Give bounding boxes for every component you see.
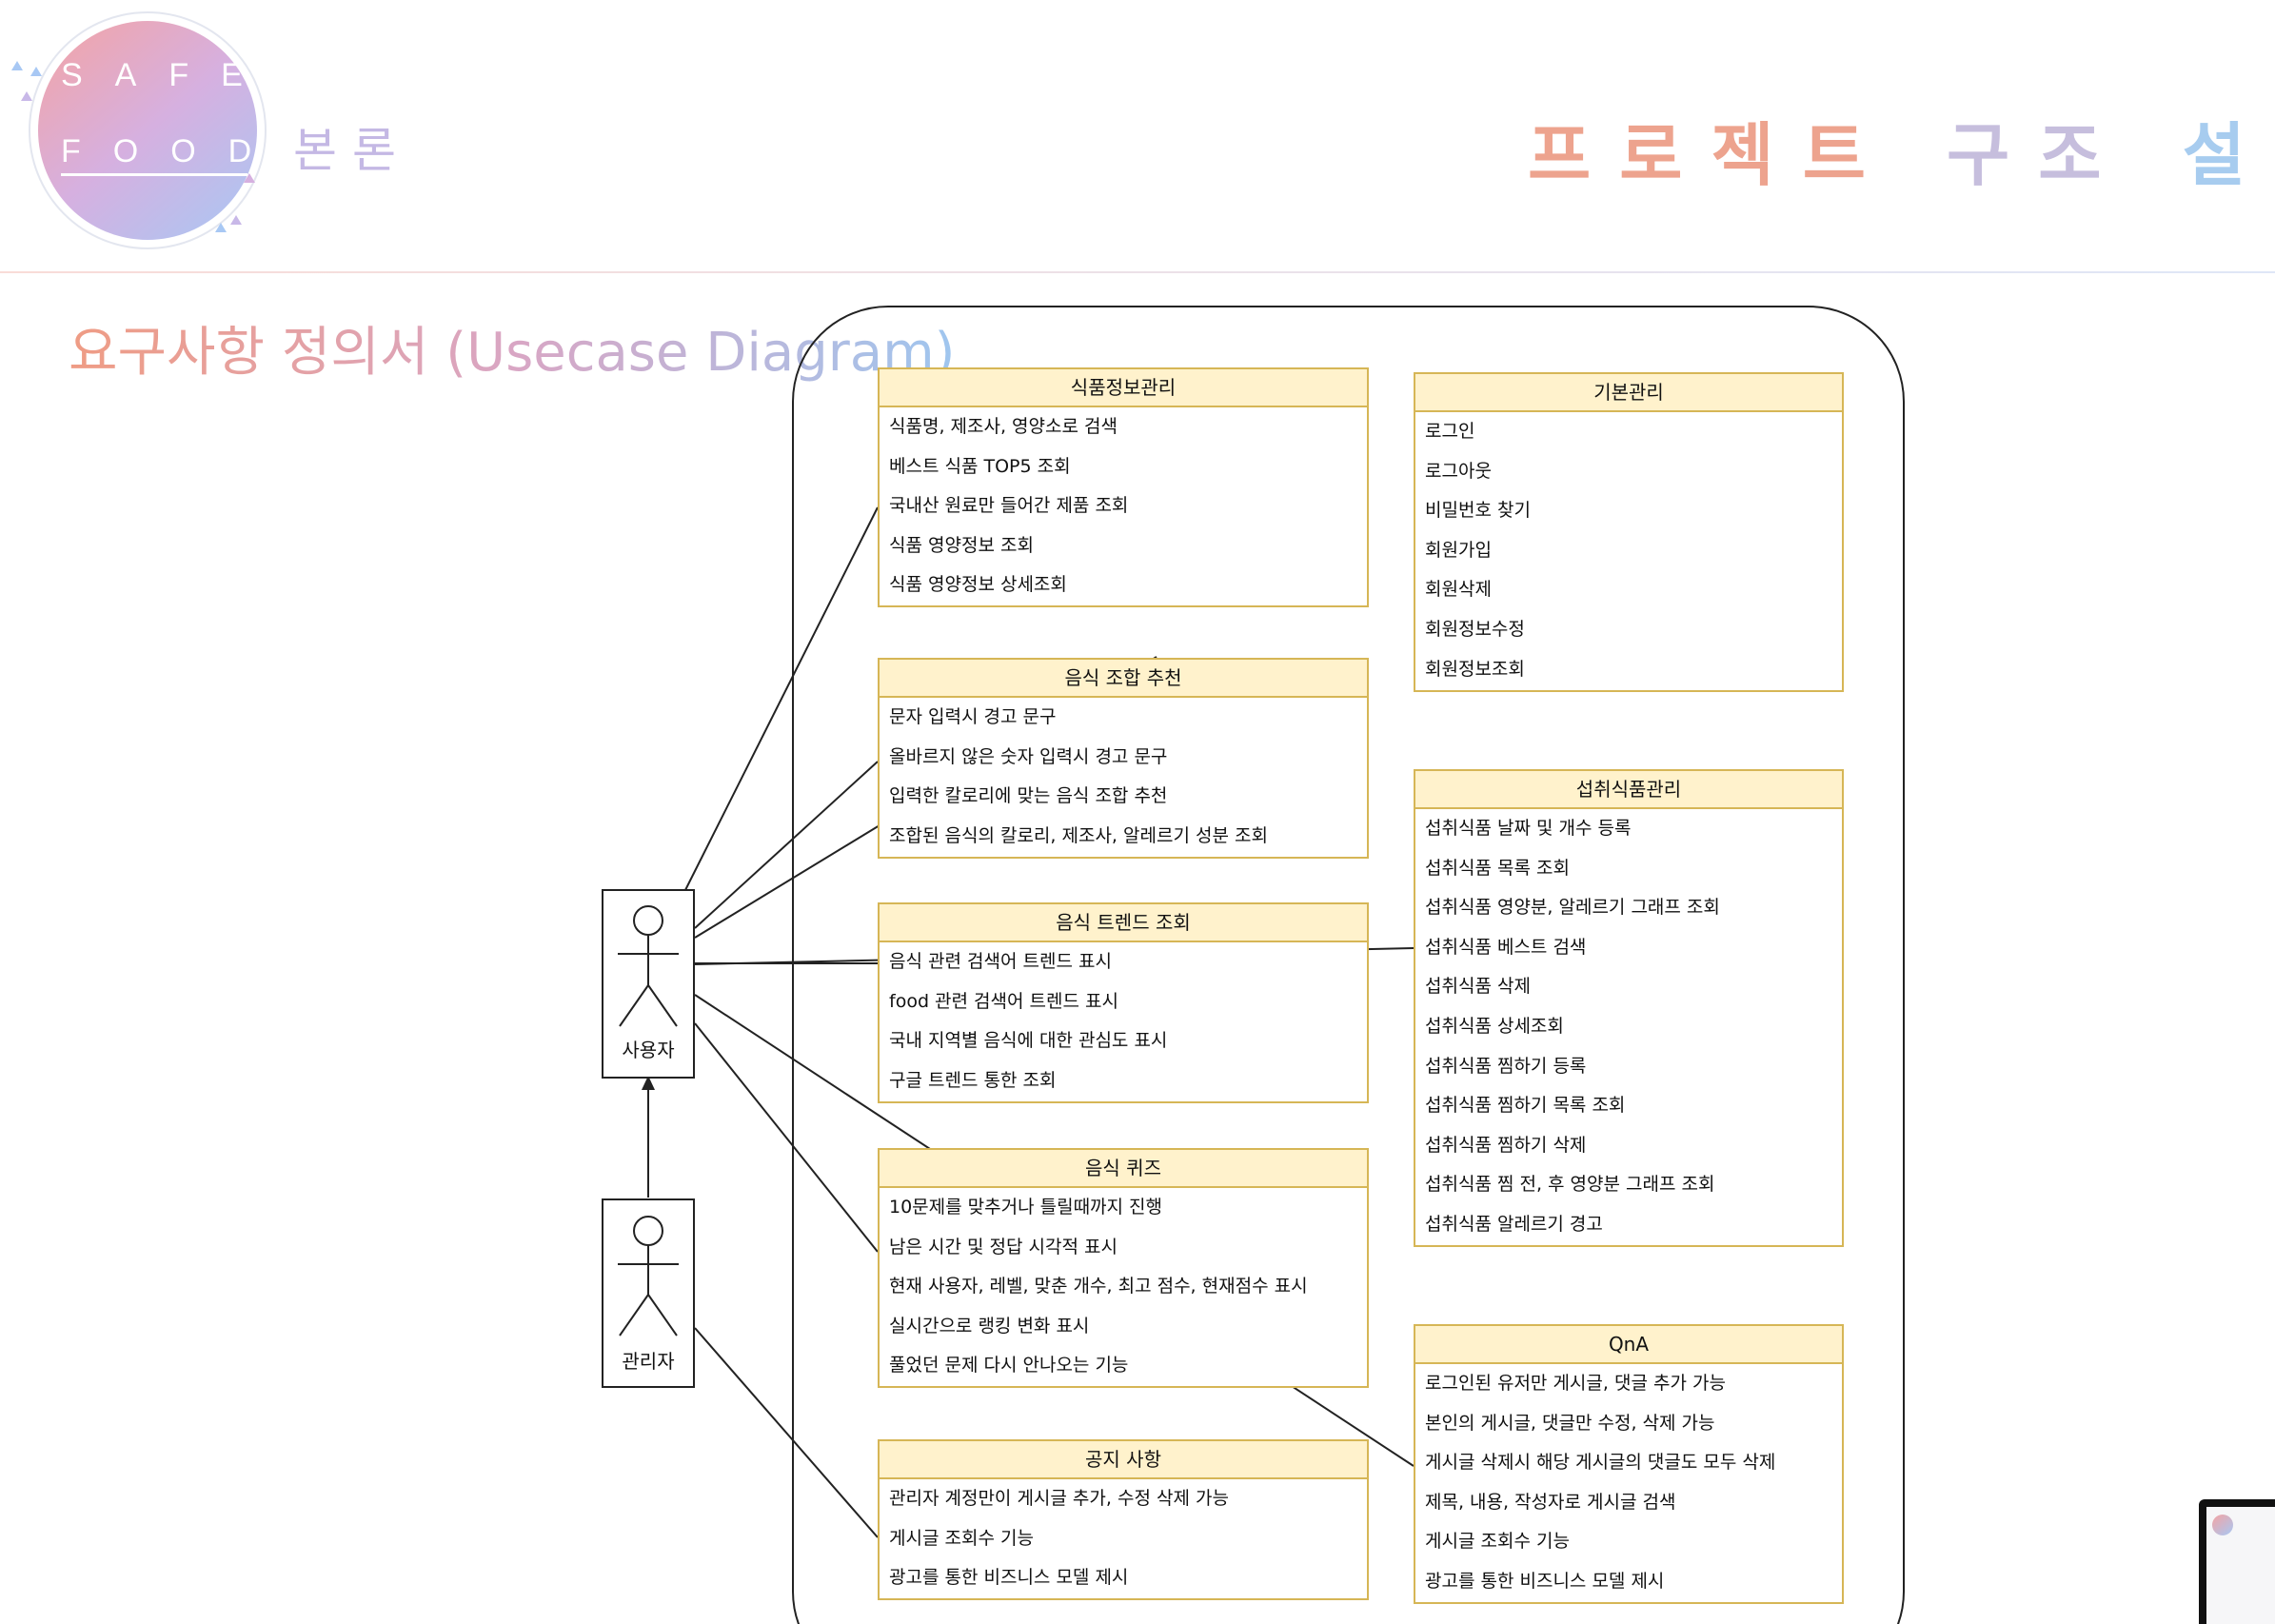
title-part-1: 프로젝트 — [1528, 115, 1894, 195]
logo-gradient-circle — [38, 21, 257, 240]
usecase-item: 관리자 계정만이 게시글 추가, 수정 삭제 가능 — [889, 1488, 1229, 1509]
usecase-item: 식품명, 제조사, 영양소로 검색 — [889, 416, 1118, 437]
usecase-item: 섭취식품 영양분, 알레르기 그래프 조회 — [1425, 897, 1720, 919]
package-title: 공지 사항 — [880, 1441, 1367, 1479]
generalization-arrow-icon — [642, 1076, 655, 1090]
stick-figure-icon — [618, 905, 679, 1027]
decor-triangle-icon — [230, 215, 242, 225]
usecase-item: 식품 영양정보 조회 — [889, 534, 1034, 556]
logo-underline — [61, 173, 247, 176]
usecase-item: 구글 트렌드 통한 조회 — [889, 1069, 1057, 1091]
actor-admin-label: 관리자 — [622, 1350, 675, 1373]
slide-title: 프로젝트 구조 설계 — [1528, 99, 2275, 199]
usecase-item: 게시글 조회수 기능 — [1425, 1531, 1570, 1553]
usecase-item: 현재 사용자, 레벨, 맞춘 개수, 최고 점수, 현재점수 표시 — [889, 1276, 1308, 1297]
usecase-item: 게시글 삭제시 해당 게시글의 댓글도 모두 삭제 — [1425, 1452, 1776, 1474]
package-title: 섭취식품관리 — [1415, 771, 1842, 809]
stick-figure-icon — [618, 1216, 679, 1337]
package-food-info: 식품정보관리 식품명, 제조사, 영양소로 검색 베스트 식품 TOP5 조회 … — [878, 367, 1369, 607]
package-quiz: 음식 퀴즈 10문제를 맞추거나 틀릴때까지 진행 남은 시간 및 정답 시각적… — [878, 1148, 1369, 1388]
decor-triangle-icon — [11, 61, 23, 70]
slide-thumbnail[interactable] — [2199, 1499, 2275, 1624]
decor-triangle-icon — [21, 91, 32, 101]
package-trend: 음식 트렌드 조회 음식 관련 검색어 트렌드 표시 food 관련 검색어 트… — [878, 902, 1369, 1103]
usecase-item: 로그아웃 — [1425, 460, 1492, 482]
package-notice: 공지 사항 관리자 계정만이 게시글 추가, 수정 삭제 가능 게시글 조회수 … — [878, 1439, 1369, 1600]
package-title: 식품정보관리 — [880, 369, 1367, 407]
line-user-quiz — [694, 1022, 879, 1253]
logo-ring — [29, 11, 267, 249]
actor-user — [602, 889, 695, 1079]
decor-triangle-icon — [244, 173, 255, 183]
usecase-item: 로그인된 유저만 게시글, 댓글 추가 가능 — [1425, 1373, 1726, 1394]
thumbnail-preview — [2206, 1507, 2275, 1624]
title-part-2: 구조 — [1947, 115, 2130, 195]
usecase-item: 남은 시간 및 정답 시각적 표시 — [889, 1236, 1118, 1258]
usecase-item: 섭취식품 베스트 검색 — [1425, 936, 1587, 958]
actor-user-label: 사용자 — [622, 1039, 675, 1061]
package-title: 기본관리 — [1415, 374, 1842, 412]
usecase-item: 광고를 통한 비즈니스 모델 제시 — [1425, 1570, 1665, 1592]
usecase-item: 제목, 내용, 작성자로 게시글 검색 — [1425, 1491, 1676, 1513]
package-intake: 섭취식품관리 섭취식품 날짜 및 개수 등록 섭취식품 목록 조회 섭취식품 영… — [1414, 769, 1844, 1247]
logo-text-line2: FOOD — [61, 133, 285, 169]
section-label: 본론 — [293, 123, 411, 178]
decor-triangle-icon — [30, 67, 42, 76]
package-combo: 음식 조합 추천 문자 입력시 경고 문구 올바르지 않은 숫자 입력시 경고 … — [878, 658, 1369, 859]
usecase-item: 음식 관련 검색어 트렌드 표시 — [889, 951, 1112, 972]
usecase-item: 광고를 통한 비즈니스 모델 제시 — [889, 1567, 1129, 1589]
usecase-item: 섭취식품 찜하기 삭제 — [1425, 1134, 1587, 1156]
usecase-item: 비밀번호 찾기 — [1425, 500, 1531, 522]
line-admin-notice — [694, 1327, 879, 1538]
decor-triangle-icon — [215, 223, 227, 232]
usecase-item: 게시글 조회수 기능 — [889, 1527, 1034, 1549]
package-basic: 기본관리 로그인 로그아웃 비밀번호 찾기 회원가입 회원삭제 회원정보수정 회… — [1414, 372, 1844, 692]
usecase-item: 조합된 음식의 칼로리, 제조사, 알레르기 성분 조회 — [889, 824, 1268, 846]
safe-food-logo: SAFE FOOD — [11, 11, 267, 249]
usecase-item: 섭취식품 상세조회 — [1425, 1015, 1564, 1037]
system-boundary — [792, 306, 1905, 1624]
usecase-item: 회원정보수정 — [1425, 618, 1525, 640]
usecase-item: 10문제를 맞추거나 틀릴때까지 진행 — [889, 1197, 1163, 1218]
usecase-item: 베스트 식품 TOP5 조회 — [889, 455, 1071, 477]
actor-admin — [602, 1198, 695, 1388]
line-user-combo — [694, 761, 879, 929]
package-title: 음식 조합 추천 — [880, 660, 1367, 698]
usecase-item: 섭취식품 찜하기 목록 조회 — [1425, 1095, 1626, 1117]
usecase-item: 회원가입 — [1425, 539, 1492, 561]
usecase-item: 섭취식품 찜 전, 후 영양분 그래프 조회 — [1425, 1174, 1715, 1196]
usecase-item: 입력한 칼로리에 맞는 음식 조합 추천 — [889, 785, 1168, 807]
usecase-item: 섭취식품 삭제 — [1425, 976, 1531, 998]
usecase-item: 식품 영양정보 상세조회 — [889, 574, 1067, 596]
usecase-item: 섭취식품 알레르기 경고 — [1425, 1213, 1603, 1235]
package-qna: QnA 로그인된 유저만 게시글, 댓글 추가 가능 본인의 게시글, 댓글만 … — [1414, 1324, 1844, 1604]
package-title: 음식 퀴즈 — [880, 1150, 1367, 1188]
usecase-item: 국내 지역별 음식에 대한 관심도 표시 — [889, 1030, 1168, 1052]
usecase-item: 섭취식품 찜하기 등록 — [1425, 1055, 1587, 1077]
line-user-food-info — [684, 506, 879, 891]
usecase-item: 섭취식품 날짜 및 개수 등록 — [1425, 818, 1632, 839]
usecase-item: 풀었던 문제 다시 안나오는 기능 — [889, 1355, 1129, 1376]
thumbnail-logo-icon — [2212, 1515, 2233, 1535]
usecase-item: 실시간으로 랭킹 변화 표시 — [889, 1315, 1090, 1337]
usecase-item: 회원정보조회 — [1425, 658, 1525, 680]
header-divider — [0, 271, 2275, 273]
usecase-item: food 관련 검색어 트렌드 표시 — [889, 990, 1118, 1012]
usecase-item: 국내산 원료만 들어간 제품 조회 — [889, 495, 1129, 517]
usecase-item: 문자 입력시 경고 문구 — [889, 706, 1057, 727]
package-title: QnA — [1415, 1326, 1842, 1364]
usecase-item: 섭취식품 목록 조회 — [1425, 857, 1570, 879]
usecase-item: 로그인 — [1425, 421, 1475, 442]
usecase-item: 본인의 게시글, 댓글만 수정, 삭제 가능 — [1425, 1412, 1715, 1434]
usecase-item: 회원삭제 — [1425, 579, 1492, 601]
package-title: 음식 트렌드 조회 — [880, 904, 1367, 942]
usecase-item: 올바르지 않은 숫자 입력시 경고 문구 — [889, 745, 1168, 767]
logo-text-line1: SAFE — [61, 57, 275, 93]
title-part-3: 설계 — [2182, 115, 2275, 195]
